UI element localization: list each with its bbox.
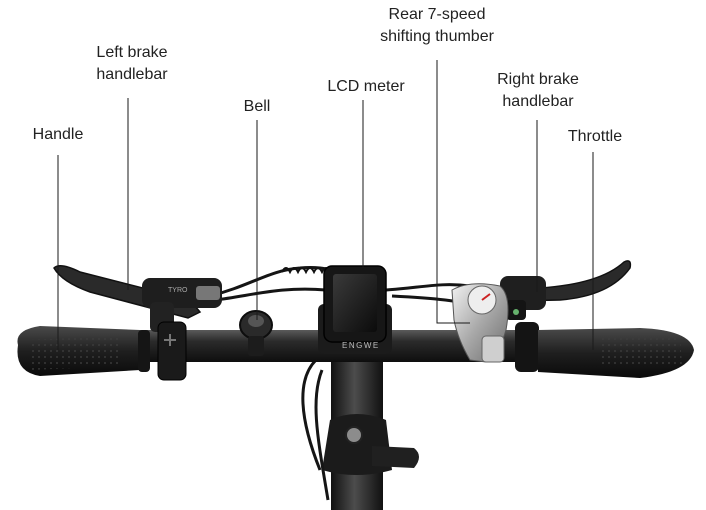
label-right-brake-line1: Right brake (497, 71, 579, 88)
label-right-brake-line2: handlebar (502, 93, 574, 110)
shift-thumber (451, 283, 509, 363)
label-lcd-text: LCD meter (327, 78, 405, 95)
label-left-brake: Left brake handlebar (84, 42, 180, 86)
label-shifter-line2: shifting thumber (380, 28, 494, 45)
lcd-brand-text: ENGWE (342, 341, 380, 350)
label-right-brake: Right brake handlebar (486, 69, 590, 113)
left-button-pod (157, 321, 187, 381)
leader-shifter (436, 60, 470, 324)
label-left-brake-line1: Left brake (96, 44, 168, 61)
label-shifter: Rear 7-speed shifting thumber (366, 4, 508, 48)
label-bell-text: Bell (243, 98, 271, 115)
coil-cable (281, 267, 331, 275)
label-handle-text: Handle (32, 126, 84, 143)
left-grip (17, 326, 150, 376)
stem (322, 350, 419, 510)
brake-brand-text: TYRO (168, 287, 188, 294)
label-throttle: Throttle (556, 126, 634, 148)
right-brake-lever (469, 260, 632, 320)
bell-body (239, 310, 273, 356)
label-throttle-text: Throttle (567, 128, 623, 145)
label-lcd: LCD meter (314, 76, 418, 98)
label-handle: Handle (18, 124, 98, 146)
right-grip (515, 322, 694, 378)
lcd-meter: ENGWE (318, 265, 392, 354)
label-bell: Bell (232, 96, 282, 118)
label-shifter-line1: Rear 7-speed (388, 6, 486, 23)
left-brake-lever: TYRO (53, 265, 222, 332)
label-left-brake-line2: handlebar (96, 66, 168, 83)
